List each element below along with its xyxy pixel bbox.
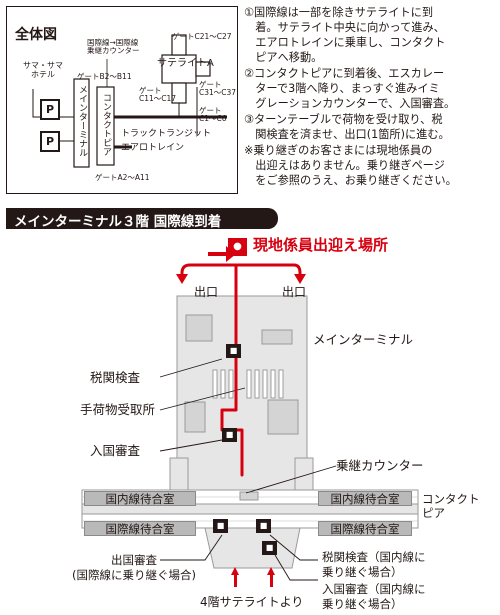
- note-line: 関検査を済ませ、出口(1箇所)に進む。: [244, 128, 450, 141]
- overview-gate-c31: ゲート C31〜C37: [199, 80, 237, 97]
- international-waiting-room-left: 国際線待合室: [84, 521, 196, 536]
- arrow-up-icon: [267, 567, 275, 575]
- meeting-point-label: 現地係員出迎え場所: [253, 236, 389, 254]
- overview-gate-c21: ゲートC21〜C27: [172, 32, 232, 41]
- note-line: 出迎えはありません。乗り継ぎページ: [244, 159, 445, 172]
- exit-right-label: 出口: [282, 285, 307, 299]
- overview-gate-a2: ゲートA2〜A11: [95, 173, 150, 182]
- officer-desk-icon: ■: [213, 519, 228, 533]
- note-line: ③ターンテーブルで荷物を受け取り、税: [244, 113, 443, 126]
- note-line: ※乗り継ぎのお客さまには現地係員の: [244, 144, 433, 157]
- section-title: メインターミナル３階 国際線到着: [14, 214, 222, 230]
- overview-satellite-a: サテライトA: [157, 58, 214, 69]
- immigration-label: 入国審査: [90, 443, 141, 458]
- overview-track-transit: トラックトランジット エアロトレイン: [121, 129, 212, 153]
- customs-domestic-transfer-label: 税関検査（国内線に 乗り継ぐ場合）: [322, 550, 426, 579]
- officer-desk-icon: ■: [222, 428, 237, 442]
- domestic-waiting-room-left: 国内線待合室: [84, 491, 196, 506]
- section-header: メインターミナル３階 国際線到着: [6, 208, 278, 230]
- main-terminal-label: メインターミナル: [313, 332, 414, 347]
- overview-title: 全体図: [15, 27, 57, 43]
- note-line: グレーションカウンターで、入国審査。: [244, 97, 456, 110]
- contact-pier-label: コンタクト ピア: [422, 492, 480, 520]
- note-line: ピアへ移動。: [244, 51, 323, 64]
- overview-hotel: サマ・サマ ホテル: [23, 61, 63, 79]
- arrow-up-icon: [234, 573, 237, 587]
- customs-label: 税関検査: [90, 370, 141, 385]
- officer-desk-icon: ■: [226, 344, 241, 358]
- parking-icon-bottom: P: [40, 131, 60, 152]
- officer-desk-icon: ■: [262, 541, 277, 555]
- arrival-instructions: ①国際線は一部を除きサテライトに到 着。サテライト中央に向かって進み、 エアロト…: [244, 5, 496, 195]
- international-waiting-room-right: 国際線待合室: [318, 521, 412, 536]
- overview-panel: 全体図 サマ・サマ ホテル P P メインターミナル コンタクトピア 国際線→国…: [6, 6, 238, 194]
- note-line: をご参照のうえ、お乗り継ぎください。: [244, 174, 457, 187]
- immigration-domestic-transfer-label: 入国審査（国内線に 乗り継ぐ場合）: [322, 582, 426, 611]
- note-line: ②コンタクトピアに到着後、エスカレー: [244, 67, 445, 80]
- arrow-up-icon: [231, 567, 239, 575]
- arrow-up-icon: [270, 573, 273, 587]
- note-line: エアロトレインに乗車し、コンタクト: [244, 36, 446, 49]
- note-line: 着。サテライト中央に向かって進み、: [244, 21, 445, 34]
- overview-main-terminal: メインターミナル: [77, 85, 87, 157]
- from-satellite-label: 4階サテライトより: [200, 595, 304, 609]
- overview-contact-pier: コンタクトピア: [101, 93, 111, 156]
- parking-icon-top: P: [40, 99, 60, 120]
- transfer-counter-label: 乗継カウンター: [336, 458, 424, 473]
- officer-desk-icon: ■: [256, 519, 271, 533]
- departure-immigration-label: 出国審査 (国際線に乗り継ぐ場合): [72, 553, 196, 582]
- overview-map: [32, 34, 227, 168]
- overview-gate-c11: ゲート C11〜C17: [139, 86, 177, 103]
- baggage-claim-label: 手荷物受取所: [80, 402, 156, 417]
- overview-gate-b2: ゲートB2〜B11: [77, 72, 132, 81]
- staff-person-icon: ●: [228, 238, 247, 256]
- note-line: ターで3階へ降り、まっすぐ進みイミ: [244, 82, 440, 95]
- overview-gate-c1: ゲート C1〜C6: [199, 106, 227, 123]
- domestic-waiting-room-right: 国内線待合室: [318, 491, 412, 506]
- exit-left-label: 出口: [194, 285, 219, 299]
- note-line: ①国際線は一部を除きサテライトに到: [244, 6, 434, 19]
- overview-transfer-counter: 国際線→国際線 乗継カウンター: [87, 38, 140, 55]
